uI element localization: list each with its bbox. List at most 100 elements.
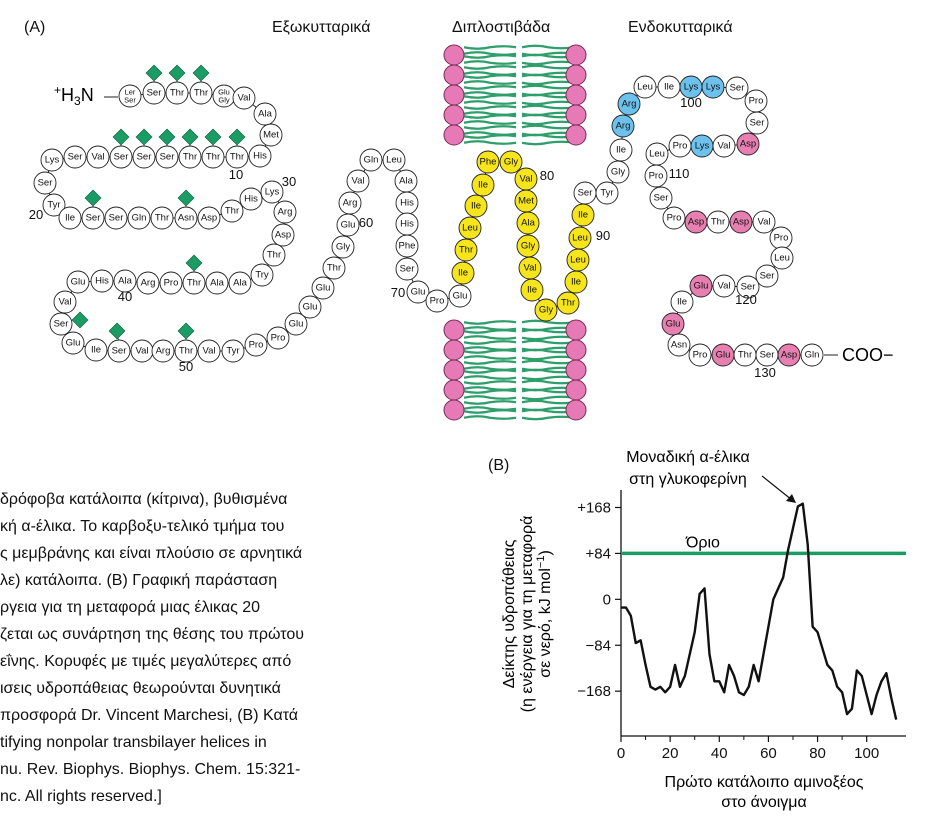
residue-label: Lys bbox=[265, 187, 280, 198]
residue-123: Ile bbox=[670, 290, 694, 314]
residue-label: Pro bbox=[164, 278, 179, 289]
residue-9: His bbox=[248, 144, 272, 168]
lipid-bilayer bbox=[443, 44, 587, 421]
hydropathy-series-line bbox=[621, 502, 898, 720]
residue-label: His bbox=[95, 276, 109, 287]
residue-90: Leu bbox=[568, 226, 592, 250]
residue-43: Val bbox=[53, 290, 77, 314]
lipid-tail bbox=[463, 105, 517, 110]
region-label-intracellular: Ενδοκυτταρικά bbox=[628, 19, 733, 36]
residue-label: Val bbox=[202, 346, 215, 357]
position-number: 30 bbox=[282, 174, 296, 189]
position-number: 130 bbox=[754, 365, 776, 380]
residue-29: His bbox=[239, 187, 263, 211]
residue-label: Ile bbox=[616, 145, 626, 156]
glycosylation-markers bbox=[71, 64, 246, 341]
residue-7: Ala bbox=[253, 102, 277, 126]
residue-56: Glu bbox=[298, 295, 322, 319]
residue-54: Pro bbox=[266, 326, 290, 350]
residue-41: His bbox=[90, 269, 114, 293]
residue-label: Leu bbox=[774, 253, 790, 264]
residue-74: Thr bbox=[454, 238, 478, 262]
lipid-tail bbox=[463, 54, 517, 59]
residue-label: Leu bbox=[572, 233, 588, 244]
residue-12: Thr bbox=[178, 145, 202, 169]
residue-114: Thr bbox=[706, 210, 730, 234]
residue-59: Gly bbox=[331, 235, 355, 259]
residue-98: Leu bbox=[633, 75, 657, 99]
residue-label: Ler bbox=[125, 88, 136, 97]
lipid-tail bbox=[521, 140, 575, 146]
residue-label: Gly bbox=[611, 167, 626, 178]
residue-37: Thr bbox=[182, 271, 206, 295]
residue-32: Asp bbox=[271, 223, 295, 247]
lipid-tail bbox=[521, 339, 575, 345]
residue-49: Arg bbox=[151, 339, 175, 363]
residue-57: Glu bbox=[311, 276, 335, 300]
lipid-tail bbox=[463, 360, 517, 365]
residue-label: Ser bbox=[147, 88, 162, 99]
residue-58: Thr bbox=[322, 256, 346, 280]
residue-69: Ser bbox=[395, 257, 419, 281]
threshold-label: Όριο bbox=[685, 534, 720, 551]
lipid-head bbox=[443, 399, 465, 421]
residue-51: Val bbox=[197, 339, 221, 363]
residue-115: Asp bbox=[729, 210, 753, 234]
lipid-tail bbox=[521, 335, 575, 341]
residue-24: Gln bbox=[127, 206, 151, 230]
residue-label: Thr bbox=[267, 250, 281, 261]
residue-107: Lys bbox=[690, 134, 714, 158]
residue-label: Glu bbox=[411, 287, 426, 298]
residue-label: Ile bbox=[571, 277, 581, 288]
residue-62: Val bbox=[346, 169, 370, 193]
residue-label: Glu bbox=[453, 291, 468, 302]
residue-label: Glu bbox=[666, 319, 681, 330]
residue-117: Pro bbox=[769, 226, 793, 250]
residue-label: Asp bbox=[201, 213, 217, 224]
residue-label: Gln bbox=[805, 350, 820, 361]
residue-label: Ser bbox=[38, 178, 53, 189]
caption-line: ζεται ως συνάρτηση της θέσης του πρώτου bbox=[0, 626, 305, 643]
lipid-tail bbox=[521, 64, 575, 70]
residue-label: Thr bbox=[327, 263, 341, 274]
peak-annotation-line-2: στη γλυκοφερίνη bbox=[629, 471, 747, 488]
caption-line: ς μεμβράνης και είναι πλούσιο σε αρνητικ… bbox=[0, 545, 303, 562]
residue-label: Ser bbox=[760, 271, 775, 282]
residue-label: Thr bbox=[711, 217, 725, 228]
lipid-tail bbox=[463, 80, 517, 85]
residue-label: His bbox=[253, 151, 267, 162]
residue-label: Pro bbox=[693, 350, 708, 361]
lipid-tail bbox=[463, 140, 517, 145]
lipid-head bbox=[443, 64, 465, 86]
residue-34: Try bbox=[250, 263, 274, 287]
residue-48: Val bbox=[130, 339, 154, 363]
residue-label: Asp bbox=[740, 139, 756, 150]
residue-125: Asn bbox=[667, 333, 691, 357]
glycosylation-diamond bbox=[168, 64, 186, 82]
residue-40: Ala bbox=[113, 269, 137, 293]
residue-label: Thr bbox=[206, 152, 220, 163]
caption-line: λε) κατάλοιπα. (B) Γραφική παράσταση bbox=[0, 572, 278, 589]
residue-68: Phe bbox=[395, 234, 419, 258]
residue-label: His bbox=[400, 219, 414, 230]
residue-86: Gly bbox=[534, 298, 558, 322]
residue-14: Ser bbox=[132, 145, 156, 169]
lipid-tail bbox=[463, 120, 517, 125]
residue-label: Ala bbox=[399, 176, 413, 187]
y-axis-label-line-1: Δείκτης υδροπάθειας bbox=[501, 539, 518, 688]
residue-label: His bbox=[400, 198, 414, 209]
residue-label: Gln bbox=[364, 155, 379, 166]
residue-label: Lys bbox=[695, 141, 710, 152]
residue-label: Gly bbox=[521, 241, 536, 252]
residue-label: Glu bbox=[289, 319, 304, 330]
residue-label: Ala bbox=[118, 276, 132, 287]
residue-label: Pro bbox=[430, 296, 445, 307]
residue-label: Ile bbox=[664, 82, 674, 93]
residue-60: Glu bbox=[336, 213, 360, 237]
x-tick-label: 0 bbox=[617, 745, 625, 762]
x-axis-label-line-1: Πρώτο κατάλοιπο αμινοξέος bbox=[665, 774, 864, 791]
residue-label: Asp bbox=[781, 350, 797, 361]
